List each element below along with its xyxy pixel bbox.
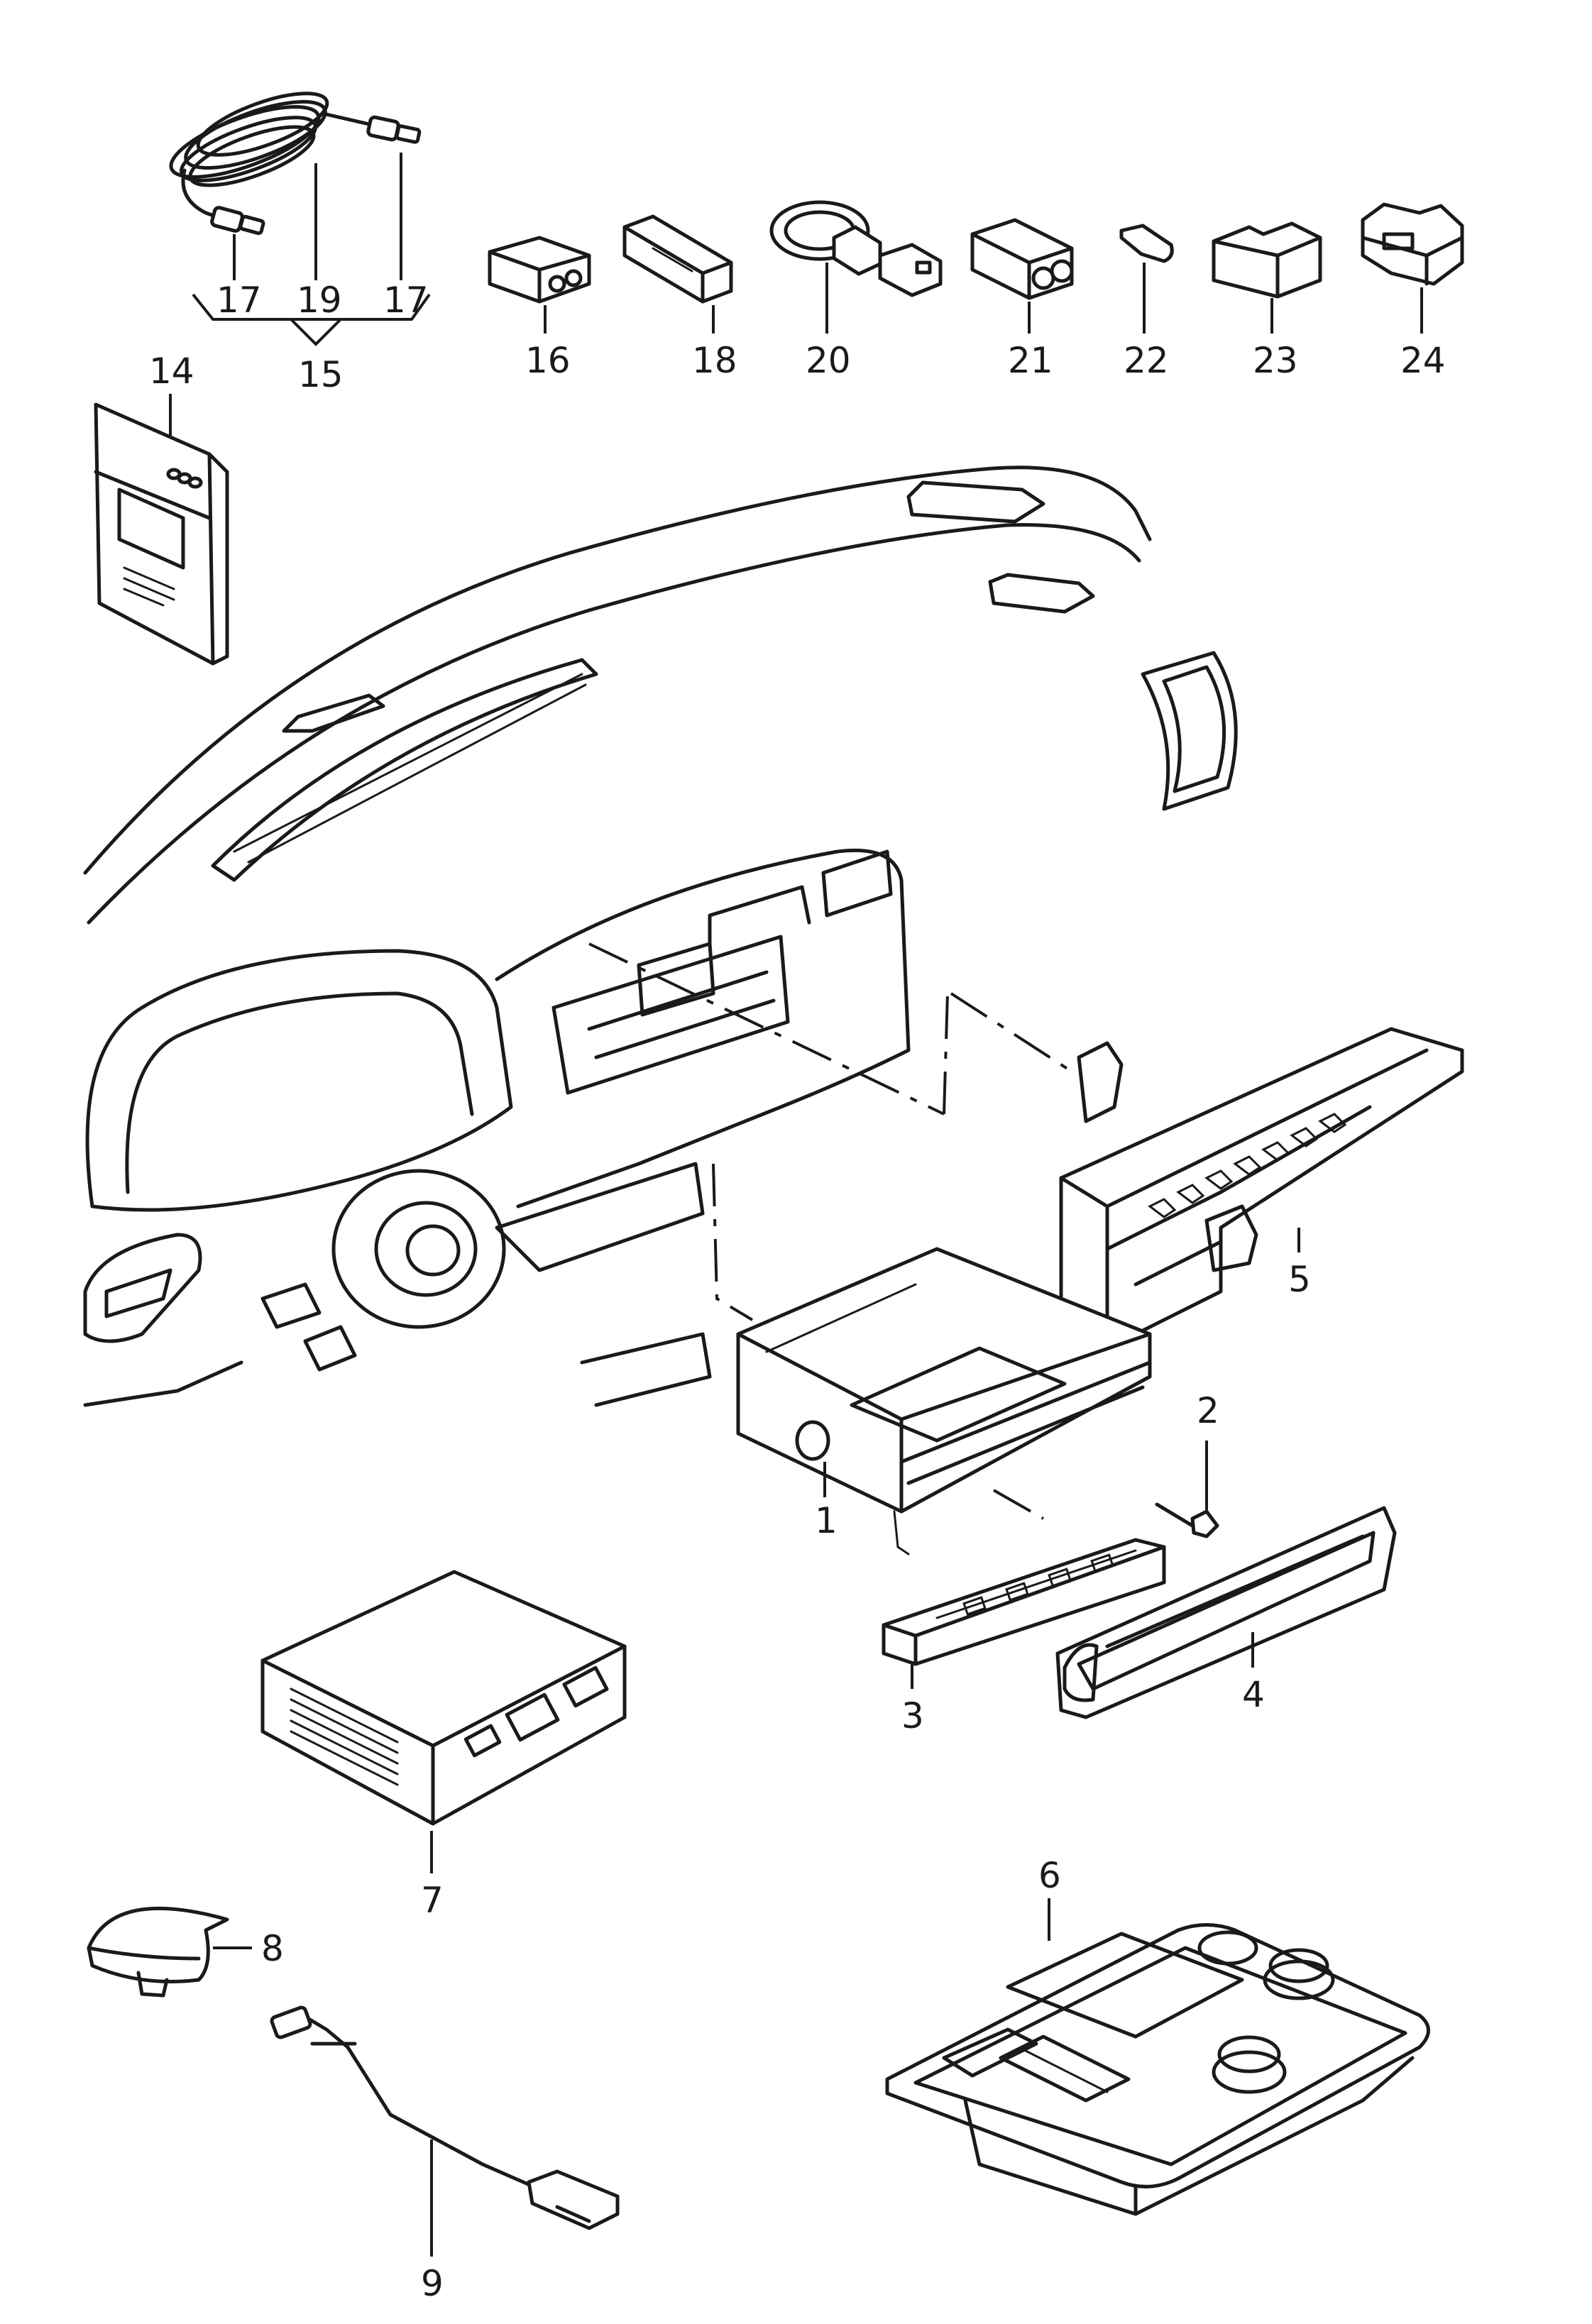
callout-8: 8 (261, 1928, 284, 1969)
control-panel-part-3[interactable] (882, 1538, 1166, 1666)
manual-booklet-part-14[interactable] (94, 402, 229, 666)
pin-part-22[interactable] (1119, 224, 1174, 263)
callout-4: 4 (1242, 1674, 1265, 1715)
coiled-cable-part-15[interactable] (163, 81, 422, 236)
callout-16: 16 (525, 340, 571, 381)
callout-18: 18 (692, 340, 737, 381)
callout-20: 20 (806, 340, 851, 381)
callout-22: 22 (1124, 340, 1169, 381)
mounting-bracket-part-5[interactable] (1059, 1027, 1464, 1350)
callout-2: 2 (1197, 1390, 1219, 1431)
dashboard-illustration (83, 466, 1238, 1407)
cap-part-23[interactable] (1212, 221, 1322, 299)
callout-15: 15 (298, 354, 344, 395)
callout-5: 5 (1288, 1259, 1311, 1300)
callout-21: 21 (1008, 340, 1053, 381)
trim-bezel-part-4[interactable] (1055, 1506, 1397, 1719)
assembly-line-5 (993, 1489, 1044, 1520)
assembly-line-4 (712, 1163, 754, 1321)
callout-23: 23 (1253, 340, 1298, 381)
control-module-part-7[interactable] (260, 1570, 627, 1826)
callout-17-left: 17 (216, 280, 262, 321)
connector-part-24[interactable] (1361, 202, 1464, 286)
callout-24: 24 (1400, 340, 1446, 381)
assembly-line-3 (950, 992, 1073, 1073)
screw-part-2[interactable] (1155, 1502, 1219, 1538)
callout-7: 7 (421, 1880, 444, 1921)
callout-9: 9 (421, 2263, 444, 2304)
assembly-line-1 (588, 942, 945, 1116)
antenna-part-8[interactable] (87, 1907, 229, 1998)
connector-part-21[interactable] (970, 218, 1074, 300)
center-console-part-6[interactable] (885, 1923, 1430, 2216)
callout-3: 3 (901, 1695, 924, 1736)
callout-14: 14 (149, 351, 194, 392)
antenna-cable-part-9[interactable] (270, 2005, 620, 2230)
connector-part-18[interactable] (622, 214, 733, 304)
head-unit-part-1[interactable] (736, 1247, 1152, 1555)
connector-part-16[interactable] (488, 236, 591, 304)
callout-19: 19 (297, 280, 342, 321)
assembly-line-2 (943, 993, 949, 1115)
callout-1: 1 (815, 1500, 838, 1541)
callout-17-right: 17 (383, 280, 429, 321)
callout-6: 6 (1038, 1855, 1061, 1896)
ring-connector-part-20[interactable] (769, 200, 943, 297)
